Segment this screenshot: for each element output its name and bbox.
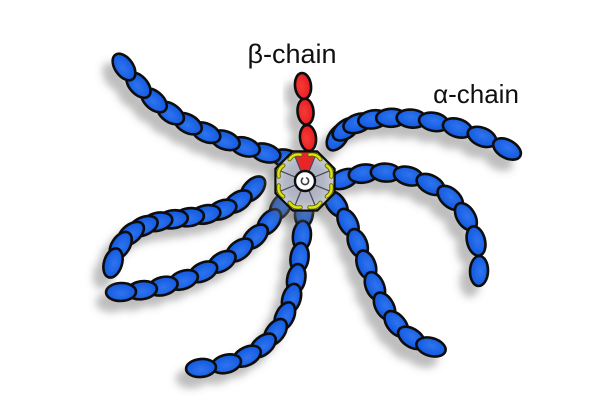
alpha-domain-bead bbox=[465, 224, 487, 258]
alpha-chain-upper-right bbox=[325, 107, 523, 161]
alpha-domain-bead bbox=[491, 137, 523, 161]
alpha-chain-lower-right bbox=[323, 189, 447, 358]
disulfide-bond-icon bbox=[277, 184, 285, 198]
disulfide-bond-icon bbox=[308, 201, 322, 209]
alpha-domain-bead bbox=[104, 281, 138, 303]
core-outline bbox=[274, 150, 336, 212]
beta-domain-bead bbox=[293, 71, 313, 101]
alpha-domain-bead bbox=[102, 247, 124, 279]
alpha-domain-bead bbox=[415, 336, 447, 358]
disulfide-bond-icon bbox=[325, 184, 333, 198]
alpha-chain-left bbox=[102, 175, 267, 279]
disulfide-bond-icon bbox=[277, 164, 285, 178]
alpha-domain-bead bbox=[184, 357, 218, 379]
disulfide-bond-icon bbox=[308, 153, 322, 161]
labels-layer: β-chain α-chain bbox=[247, 39, 518, 109]
core-wheel bbox=[274, 150, 336, 212]
core-center-glyph-icon bbox=[300, 176, 310, 186]
beta-chain-label: β-chain bbox=[247, 39, 336, 69]
alpha-domain-bead bbox=[111, 52, 137, 82]
core-center-circle bbox=[293, 169, 317, 193]
beta-domain-bead bbox=[296, 97, 315, 126]
alpha-domain-bead bbox=[468, 254, 490, 288]
central-disulfide-core bbox=[274, 150, 336, 212]
alpha-chain-lower-left bbox=[104, 191, 294, 303]
alpha-chain-label: α-chain bbox=[433, 79, 519, 109]
disulfide-bond-icon bbox=[288, 201, 302, 209]
beta-domain-bead bbox=[298, 123, 318, 153]
disulfide-bond-icon bbox=[288, 153, 302, 161]
beta-chain bbox=[293, 71, 318, 153]
disulfide-bond-icon bbox=[325, 164, 333, 178]
chains-layer bbox=[102, 52, 523, 379]
